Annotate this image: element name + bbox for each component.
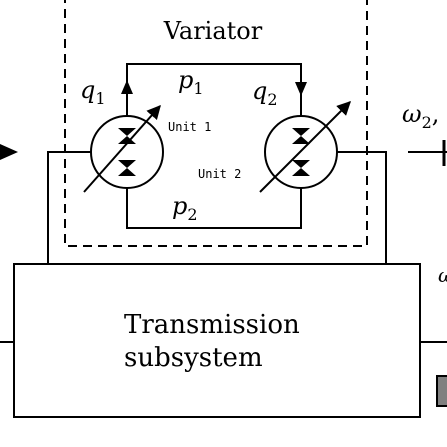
hydraulic-line-bottom	[126, 188, 302, 229]
variator-boundary	[64, 0, 368, 247]
label-p2: p2	[172, 192, 198, 224]
input-arrow	[0, 144, 18, 160]
unit-1-label: Unit 1	[168, 120, 211, 134]
unit-1-machine	[83, 104, 164, 193]
label-p1: p1	[178, 66, 204, 98]
gray-indicator	[436, 375, 447, 407]
variator-title: Variator	[163, 17, 263, 45]
label-q1: q1	[80, 76, 106, 108]
transmission-subsystem-block	[13, 263, 421, 418]
label-q2: q2	[252, 77, 278, 109]
unit-2-label: Unit 2	[198, 167, 241, 181]
shaft-left	[47, 151, 91, 264]
right-cut-omega-label: ω	[438, 263, 447, 287]
transmission-label-line2: subsystem	[124, 343, 263, 373]
shaft-right	[337, 151, 387, 264]
output-speed-label: ω2,	[402, 100, 439, 132]
flow-arrow-q1	[121, 80, 133, 94]
flow-arrow-q2	[295, 82, 307, 96]
transmission-label-line1: Transmission	[124, 310, 300, 340]
unit-2-machine	[259, 101, 351, 193]
